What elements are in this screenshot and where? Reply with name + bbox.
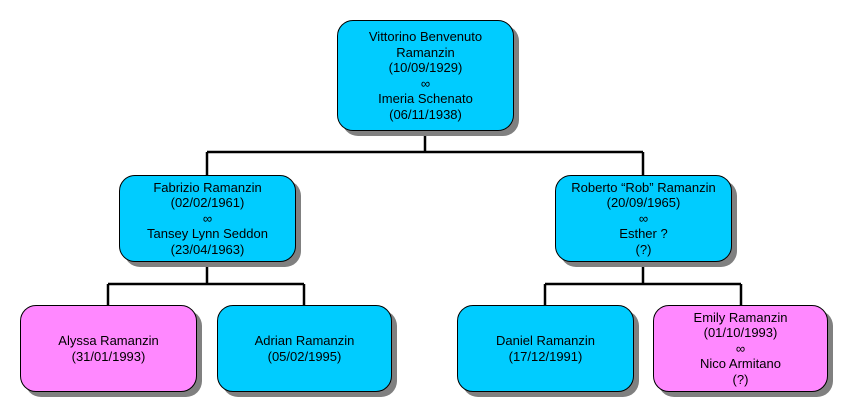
root-couple-node: Vittorino Benvenuto Ramanzin (10/09/1929… bbox=[337, 20, 514, 131]
spouse-birth-date: (?) bbox=[635, 241, 652, 257]
marriage-symbol: ∞ bbox=[735, 340, 746, 356]
marriage-symbol: ∞ bbox=[202, 210, 213, 226]
spouse-birth-date: (?) bbox=[732, 371, 749, 387]
birth-date: (01/10/1993) bbox=[703, 325, 778, 341]
spouse-name: Nico Armitano bbox=[700, 356, 781, 372]
alyssa-node: Alyssa Ramanzin (31/01/1993) bbox=[20, 305, 197, 392]
spouse-birth-date: (06/11/1938) bbox=[389, 106, 462, 122]
person-surname: Ramanzin bbox=[396, 44, 455, 60]
birth-date: (31/01/1993) bbox=[71, 348, 146, 364]
birth-date: (10/09/1929) bbox=[388, 60, 463, 75]
marriage-symbol: ∞ bbox=[638, 210, 649, 226]
spouse-name: Tansey Lynn Seddon bbox=[147, 226, 268, 242]
marriage-symbol: ∞ bbox=[420, 75, 431, 91]
daniel-node: Daniel Ramanzin (17/12/1991) bbox=[457, 305, 634, 392]
person-name: Daniel Ramanzin bbox=[496, 333, 595, 348]
person-name: Adrian Ramanzin bbox=[254, 333, 355, 348]
person-name: Emily Ramanzin bbox=[693, 309, 788, 325]
emily-couple-node: Emily Ramanzin (01/10/1993) ∞ Nico Armit… bbox=[653, 305, 828, 392]
person-name: Fabrizio Ramanzin bbox=[153, 179, 262, 195]
birth-date: (20/09/1965) bbox=[606, 195, 681, 211]
birth-date: (05/02/1995) bbox=[267, 348, 342, 364]
spouse-name: Imeria Schenato bbox=[378, 91, 473, 106]
person-name: Vittorino Benvenuto bbox=[368, 29, 483, 44]
adrian-node: Adrian Ramanzin (05/02/1995) bbox=[217, 305, 392, 392]
person-name: Alyssa Ramanzin bbox=[58, 333, 159, 348]
fabrizio-couple-node: Fabrizio Ramanzin (02/02/1961) ∞ Tansey … bbox=[119, 175, 296, 262]
roberto-couple-node: Roberto “Rob” Ramanzin (20/09/1965) ∞ Es… bbox=[555, 175, 732, 262]
birth-date: (17/12/1991) bbox=[508, 348, 583, 364]
spouse-name: Esther ? bbox=[619, 226, 668, 242]
person-name: Roberto “Rob” Ramanzin bbox=[571, 179, 716, 195]
birth-date: (02/02/1961) bbox=[170, 195, 245, 211]
spouse-birth-date: (23/04/1963) bbox=[170, 241, 245, 257]
